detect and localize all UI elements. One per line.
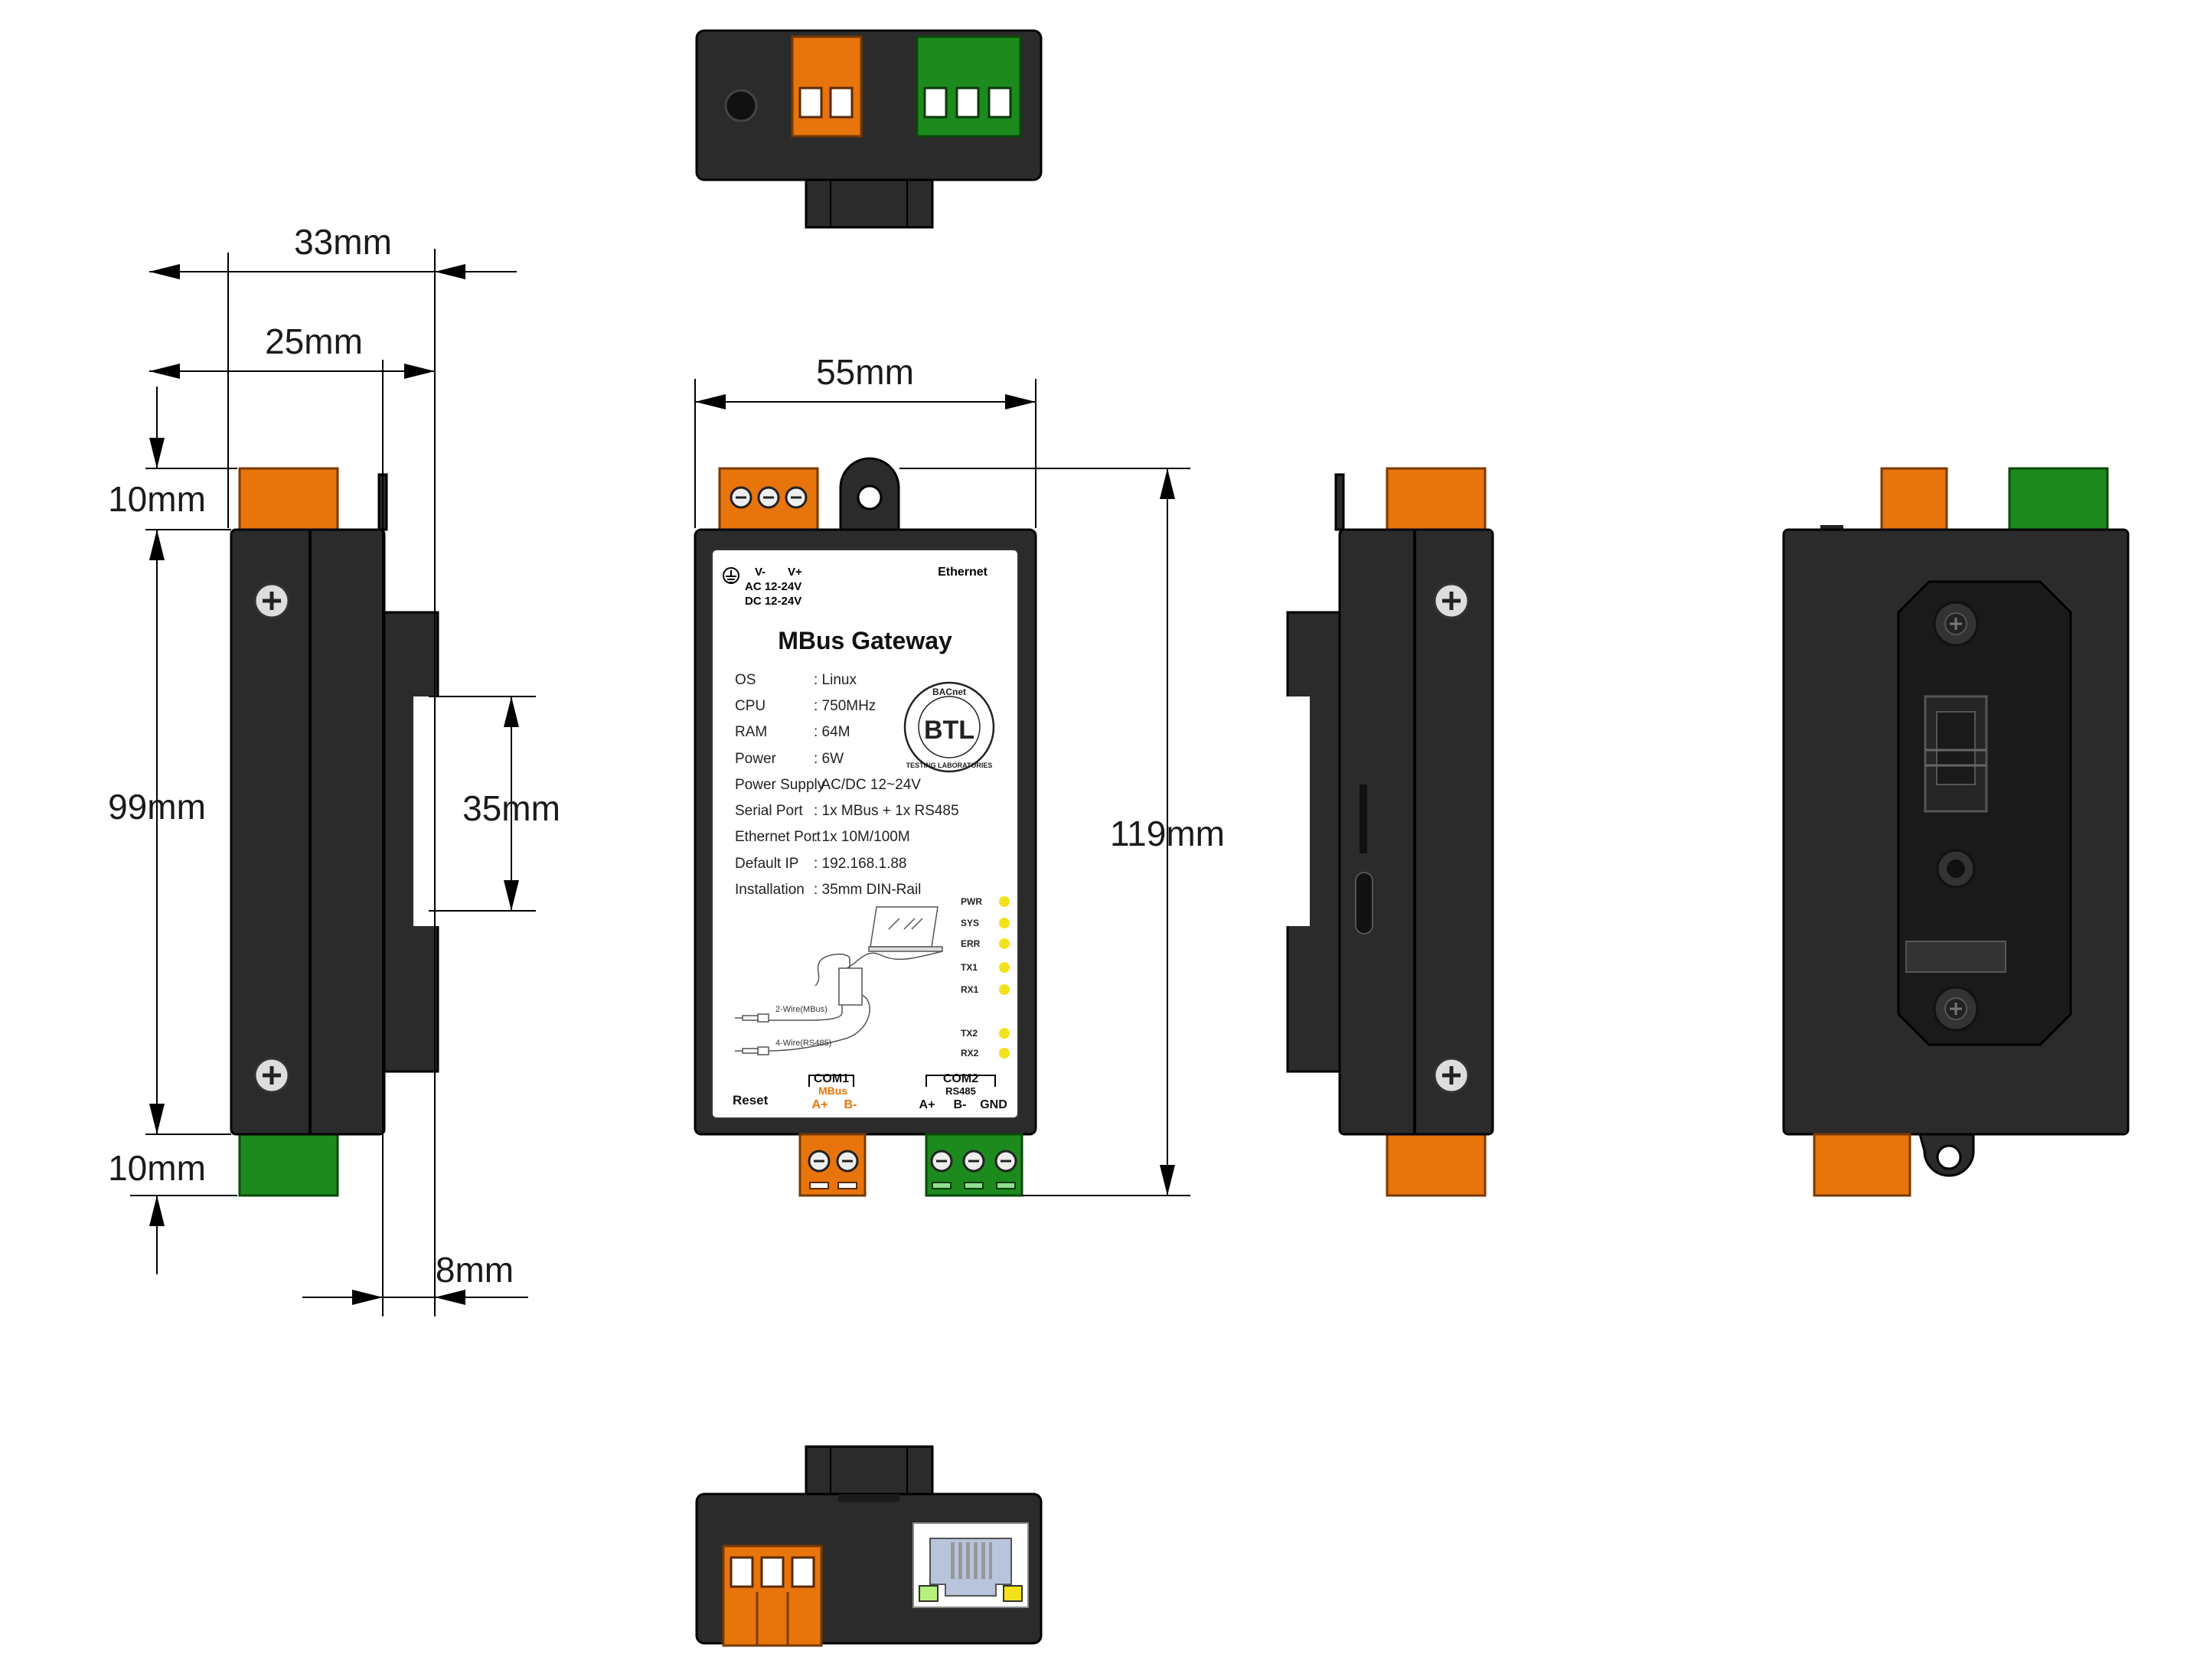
wiring-diagram xyxy=(735,906,943,1055)
label-v-minus: V- xyxy=(755,566,766,579)
wiring-label-rs485: 4-Wire(RS485) xyxy=(775,1039,831,1048)
bottom-orange-terminal xyxy=(722,1545,823,1647)
led-err xyxy=(999,938,1010,949)
led-indicators: PWR SYS ERR TX1 RX1 TX2 RX2 xyxy=(961,896,1010,1059)
led-label-err: ERR xyxy=(961,938,981,949)
spec-key: Ethernet Port xyxy=(735,829,821,845)
spec-value: : AC/DC 12~24V xyxy=(814,777,921,793)
dimension-lines-left xyxy=(130,249,536,1316)
left-side-view xyxy=(230,467,440,1197)
spec-value: : 1x MBus + 1x RS485 xyxy=(814,803,959,819)
dim-35mm: 35mm xyxy=(462,788,560,828)
label-dc: DC 12-24V xyxy=(745,595,801,608)
dim-10mm-top: 10mm xyxy=(108,479,206,519)
led-label-tx1: TX1 xyxy=(961,962,978,973)
com2-label: COM2 xyxy=(943,1072,978,1085)
spec-list: OS : Linux CPU : 750MHz RAM : 64M Power … xyxy=(735,672,959,898)
btl-letters: BTL xyxy=(924,716,974,745)
led-rx2 xyxy=(999,1048,1010,1059)
dim-55mm: 55mm xyxy=(816,352,914,392)
top-hole xyxy=(724,89,758,122)
spec-value: : 35mm DIN-Rail xyxy=(814,882,921,898)
com2-gnd: GND xyxy=(980,1098,1007,1111)
label-ac: AC 12-24V xyxy=(745,580,801,593)
right-side-view xyxy=(1283,467,1494,1197)
dim-33mm: 33mm xyxy=(294,222,392,262)
com1-b: B- xyxy=(844,1098,857,1111)
dim-10mm-bottom: 10mm xyxy=(108,1148,206,1188)
spec-key: Power xyxy=(735,751,777,767)
dimension-labels-left: 33mm 25mm 10mm 99mm 35mm 10mm 8mm xyxy=(108,222,560,1290)
front-view: V- V+ AC 12-24V DC 12-24V Ethernet MBus … xyxy=(694,457,1037,1197)
product-title: MBus Gateway xyxy=(778,627,952,654)
spec-value: : 192.168.1.88 xyxy=(814,856,907,872)
com2-a: A+ xyxy=(919,1098,935,1111)
spec-key: Power Supply xyxy=(735,777,825,793)
top-green-terminal xyxy=(916,35,1022,138)
label-v-plus: V+ xyxy=(788,566,802,579)
spec-value: : 64M xyxy=(814,724,850,740)
com2-terminal xyxy=(925,1133,1023,1197)
spec-value: : 6W xyxy=(814,751,844,767)
com1-type: MBus xyxy=(818,1085,847,1097)
spec-key: Installation xyxy=(735,882,805,898)
label-ethernet: Ethernet xyxy=(938,566,988,579)
com-labels: Reset COM1 MBus A+ B- COM2 RS485 A+ B- G… xyxy=(733,1072,1007,1111)
spec-value: : 750MHz xyxy=(814,698,876,714)
led-pwr xyxy=(999,896,1010,907)
top-orange-terminal xyxy=(791,35,863,138)
com2-b: B- xyxy=(954,1098,967,1111)
spec-key: Default IP xyxy=(735,856,798,872)
dim-99mm: 99mm xyxy=(108,787,206,827)
spec-value: : 1x 10M/100M xyxy=(814,829,910,845)
spec-key: Serial Port xyxy=(735,803,803,819)
spec-key: OS xyxy=(735,672,756,688)
wiring-label-mbus: 2-Wire(MBus) xyxy=(775,1005,828,1014)
back-view xyxy=(1782,467,2130,1197)
bottom-view xyxy=(695,1445,1043,1647)
com1-label: COM1 xyxy=(814,1072,849,1085)
btl-ring-top: BACnet xyxy=(932,687,966,697)
com2-type: RS485 xyxy=(945,1085,976,1097)
btl-logo: BTL BACnet TESTING LABORATORIES xyxy=(903,681,995,773)
btl-ring-bottom: TESTING LABORATORIES xyxy=(906,762,993,769)
spec-key: RAM xyxy=(735,724,767,740)
led-sys xyxy=(999,918,1010,928)
power-terminal xyxy=(718,467,819,531)
ethernet-port xyxy=(912,1522,1029,1608)
led-tx2 xyxy=(999,1028,1010,1039)
label-header: V- V+ AC 12-24V DC 12-24V Ethernet xyxy=(723,566,988,608)
spec-value: : Linux xyxy=(814,672,857,688)
led-label-rx1: RX1 xyxy=(961,984,979,995)
dimension-lines-front: 55mm 119mm xyxy=(694,352,1225,1196)
reset-label: Reset xyxy=(733,1093,769,1107)
dim-8mm: 8mm xyxy=(436,1250,514,1290)
spec-key: CPU xyxy=(735,698,766,714)
top-view xyxy=(695,29,1043,229)
led-rx1 xyxy=(999,984,1010,995)
dim-119mm: 119mm xyxy=(1110,814,1225,853)
dim-25mm: 25mm xyxy=(265,321,363,361)
com1-terminal xyxy=(798,1133,867,1197)
led-label-pwr: PWR xyxy=(961,896,982,907)
com1-a: A+ xyxy=(812,1098,828,1111)
led-tx1 xyxy=(999,962,1010,973)
led-label-rx2: RX2 xyxy=(961,1048,979,1059)
led-label-tx2: TX2 xyxy=(961,1028,978,1039)
led-label-sys: SYS xyxy=(961,918,979,928)
